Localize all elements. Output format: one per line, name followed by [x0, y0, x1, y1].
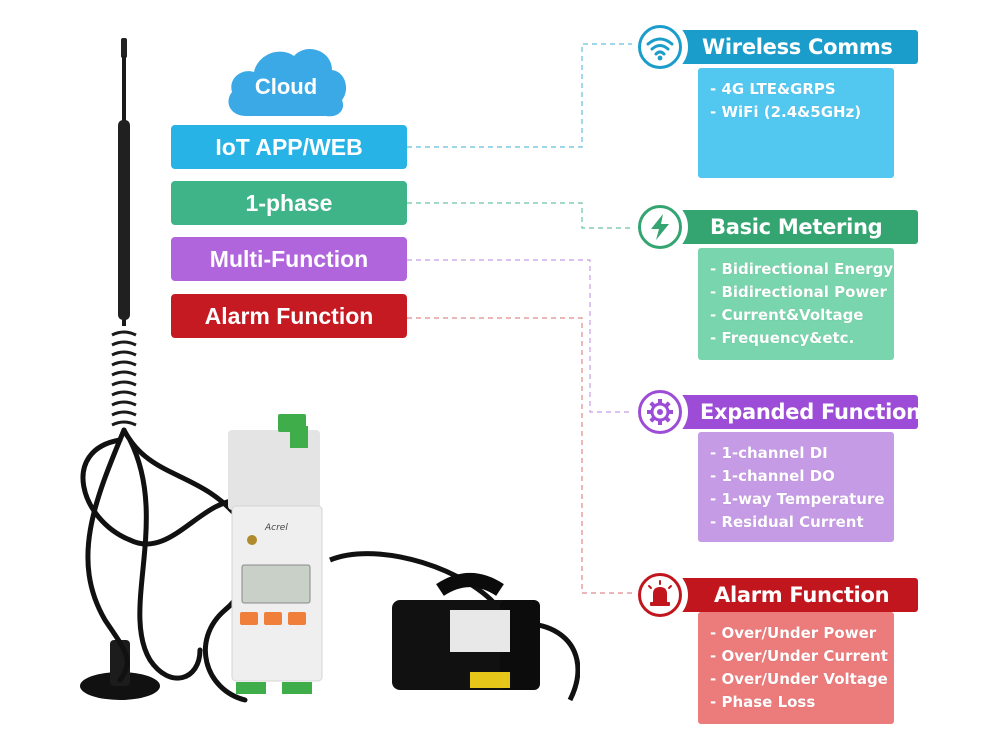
list-item: Frequency&etc.: [710, 327, 884, 350]
meter-device-illustration: Acrel: [80, 38, 580, 703]
list-item: Current&Voltage: [710, 304, 884, 327]
wireless-comms-panel: 4G LTE&GRPS WiFi (2.4&5GHz): [698, 68, 894, 178]
list-item: WiFi (2.4&5GHz): [710, 101, 884, 124]
list-item: Bidirectional Energy: [710, 258, 893, 281]
lightning-bolt-icon: [651, 214, 669, 240]
alarm-function-title: Alarm Function: [680, 578, 918, 612]
list-item: Over/Under Current: [710, 645, 887, 668]
list-item: Over/Under Voltage: [710, 668, 887, 691]
cloud-icon: [228, 48, 347, 117]
label-1-phase: 1-phase: [171, 181, 407, 225]
wireless-comms-badge: [632, 19, 688, 75]
device-brand: Acrel: [264, 523, 288, 533]
cloud-badge: Cloud: [224, 38, 348, 120]
alarm-function-panel: Over/Under Power Over/Under Current Over…: [698, 612, 894, 724]
wifi-icon: [646, 37, 674, 61]
alarm-function-badge: [632, 567, 688, 623]
list-item: Bidirectional Power: [710, 281, 886, 304]
basic-metering-title: Basic Metering: [680, 210, 918, 244]
label-alarm-function: Alarm Function: [171, 294, 407, 338]
list-item: Over/Under Power: [710, 622, 884, 645]
expanded-function-title: Expanded Function: [680, 395, 921, 429]
wireless-comms-title: Wireless Comms: [680, 30, 918, 64]
list-item: 1-way Temperature: [710, 488, 884, 511]
expanded-function-panel: 1-channel DI 1-channel DO 1-way Temperat…: [698, 432, 894, 542]
basic-metering-panel: Bidirectional Energy Bidirectional Power…: [698, 248, 894, 360]
list-item: 1-channel DI: [710, 442, 884, 465]
expanded-function-title-text: Expanded Function: [700, 400, 921, 424]
expanded-function-badge: [632, 384, 688, 440]
list-item: 4G LTE&GRPS: [710, 78, 884, 101]
list-item: 1-channel DO: [710, 465, 884, 488]
list-item: Residual Current: [710, 511, 884, 534]
list-item: Phase Loss: [710, 691, 884, 714]
alarm-siren-icon: [648, 580, 672, 606]
label-multi-function: Multi-Function: [171, 237, 407, 281]
gear-icon: [647, 399, 673, 425]
label-iot-app-web: IoT APP/WEB: [171, 125, 407, 169]
cloud-label: Cloud: [254, 74, 318, 99]
basic-metering-badge: [632, 199, 688, 255]
